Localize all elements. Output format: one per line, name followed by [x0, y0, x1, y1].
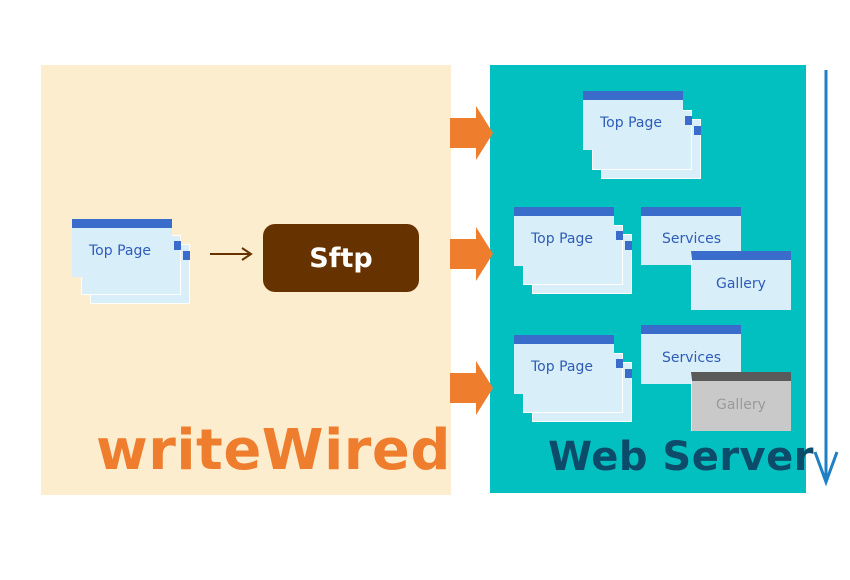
- web-server-title: Web Server: [548, 434, 814, 480]
- row1-top-page-label: Top Page: [600, 115, 662, 131]
- timeline-arrow-icon: [813, 70, 839, 487]
- page-sheet-front: [514, 335, 614, 394]
- row3-top-page-label: Top Page: [531, 359, 593, 375]
- page-sheet-front: [583, 91, 683, 150]
- row2-gallery-label: Gallery: [716, 276, 766, 292]
- page-sheet-front: [514, 207, 614, 266]
- sftp-box: Sftp: [263, 224, 419, 292]
- sftp-label: Sftp: [309, 242, 373, 274]
- orange-arrow-icon-3: [450, 361, 493, 415]
- local-title: writeWired: [96, 418, 451, 483]
- row3-services-label: Services: [662, 350, 722, 366]
- local-top-page-label: Top Page: [89, 243, 151, 259]
- page-sheet-front: [72, 219, 172, 277]
- row2-top-page-label: Top Page: [531, 231, 593, 247]
- orange-arrow-icon-2: [450, 227, 493, 281]
- orange-arrow-icon-1: [450, 106, 493, 160]
- transfer-arrow-icon: [210, 247, 253, 261]
- row2-services-label: Services: [662, 231, 722, 247]
- gallery-page: [691, 251, 791, 310]
- gallery-page-disabled: [691, 372, 791, 431]
- row3-gallery-label: Gallery: [716, 397, 766, 413]
